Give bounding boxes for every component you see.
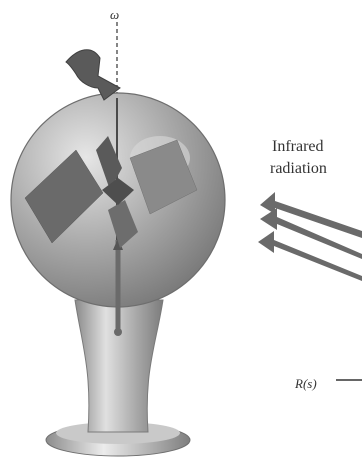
arrow-left-icon bbox=[258, 231, 362, 281]
omega-label: ω bbox=[110, 7, 119, 23]
infrared-label-line2: radiation bbox=[270, 160, 327, 178]
spindle-bottom bbox=[114, 328, 122, 336]
input-label: R(s) bbox=[295, 376, 317, 392]
curved-arrow-icon bbox=[66, 50, 120, 100]
radiation-arrows bbox=[258, 192, 362, 281]
infrared-label-line1: Infrared bbox=[272, 138, 324, 156]
